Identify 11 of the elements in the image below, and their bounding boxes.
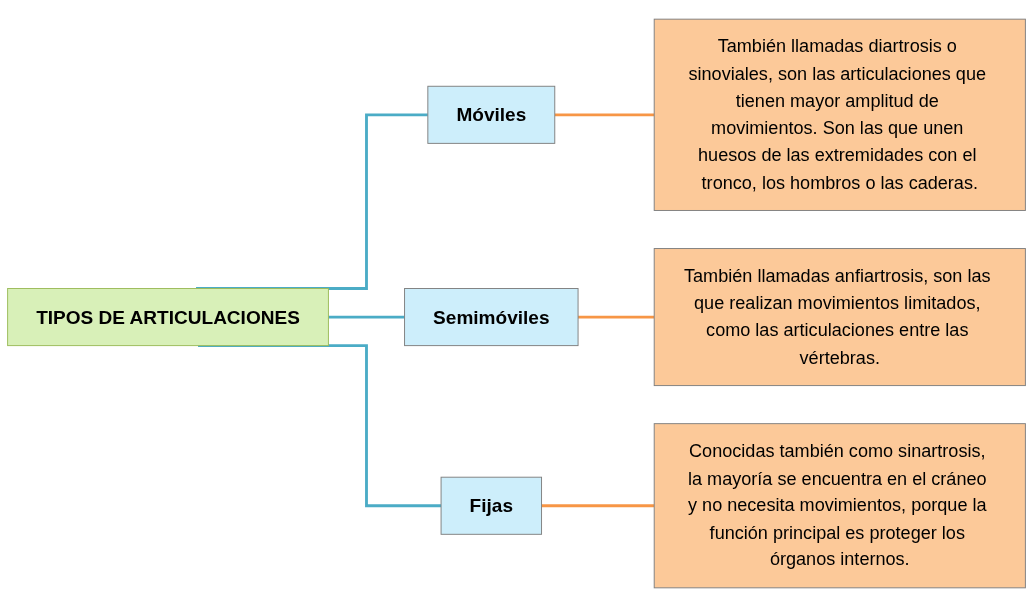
node-box: Fijas (440, 476, 543, 535)
node-box: Semimóviles (404, 288, 579, 347)
node-box: También llamadas diartrosis o sinoviales, son las articulaciones que tienen mayor amplitud de movimientos. Son las que unen huesos de las extremidades con el tronco, los hombros o las caderas. (653, 18, 1026, 211)
connector (578, 315, 656, 319)
connector (554, 113, 656, 117)
connector (541, 504, 656, 508)
node-box: Conocidas también como sinartrosis, la mayoría se encuentra en el cráneo y no necesita movimientos, porque la función principal es proteger los órganos internos. (653, 423, 1026, 589)
node-box: TIPOS DE ARTICULACIONES (7, 288, 329, 347)
node-box: También llamadas anfiartrosis, son las que realizan movimientos limitados, como las articulaciones entre las vértebras. (653, 248, 1026, 387)
node-box: Móviles (427, 85, 556, 144)
connector (328, 315, 406, 319)
